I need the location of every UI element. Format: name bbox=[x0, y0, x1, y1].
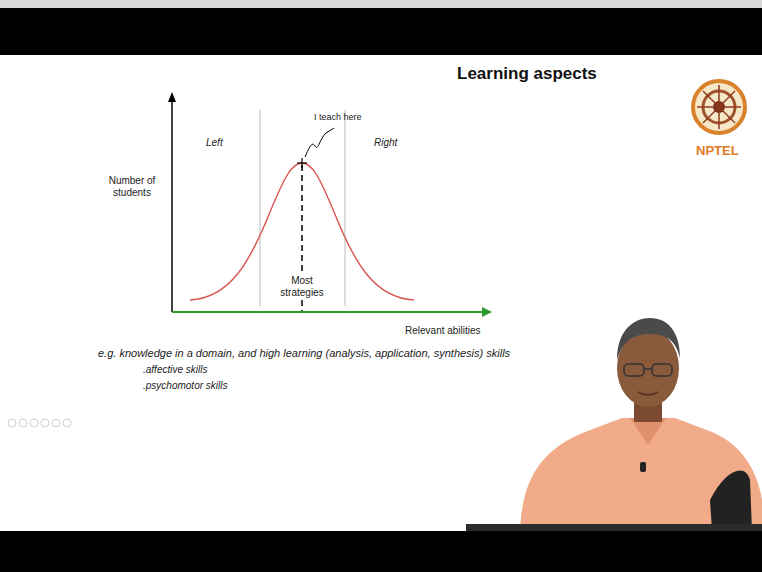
note-text: .affective skills bbox=[143, 364, 207, 376]
zone-line bbox=[345, 110, 346, 306]
axis-label: Relevant abilities bbox=[405, 325, 481, 337]
zone-label: Most strategies bbox=[270, 274, 334, 299]
note-text: e.g. knowledge in a domain, and high lea… bbox=[98, 347, 510, 360]
peak-mark bbox=[301, 158, 302, 168]
y-arrowhead bbox=[168, 92, 176, 102]
axis-label: Number of students bbox=[100, 175, 164, 198]
y-axis bbox=[171, 98, 173, 312]
mean-line bbox=[301, 165, 303, 274]
zone-label: Right bbox=[374, 137, 397, 149]
zone-line bbox=[260, 110, 261, 306]
note-text: .psychomotor skills bbox=[143, 380, 227, 392]
window-strip bbox=[0, 0, 762, 8]
callout-label: I teach here bbox=[314, 112, 362, 122]
x-arrowhead bbox=[482, 307, 492, 317]
bottom-bar bbox=[0, 531, 762, 572]
logo-text: NPTEL bbox=[696, 144, 739, 159]
zone-label: Left bbox=[206, 137, 223, 149]
lecturer-figure bbox=[466, 318, 762, 531]
player-controls bbox=[8, 419, 71, 427]
bell-curve bbox=[190, 163, 414, 300]
top-bar bbox=[0, 8, 762, 55]
leader-line bbox=[305, 128, 334, 157]
x-axis bbox=[172, 311, 484, 313]
mean-line bbox=[301, 300, 303, 311]
slide-title: Learning aspects bbox=[457, 64, 597, 84]
nptel-logo bbox=[693, 81, 745, 133]
